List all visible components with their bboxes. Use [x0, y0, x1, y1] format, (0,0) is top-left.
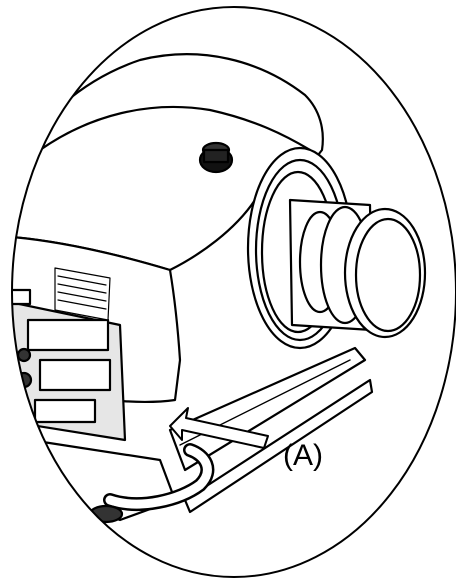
detail-circle-border	[11, 6, 456, 578]
callout-label: (A)	[283, 439, 323, 472]
guide-rail	[168, 346, 374, 514]
callout-arrow	[169, 407, 269, 449]
cable-inner	[105, 445, 212, 509]
connector-panel	[12, 288, 127, 442]
ventilation-grille	[54, 267, 111, 321]
adjustment-knob	[198, 141, 234, 174]
lens-front	[343, 207, 427, 339]
housing-top-contour	[38, 105, 312, 152]
